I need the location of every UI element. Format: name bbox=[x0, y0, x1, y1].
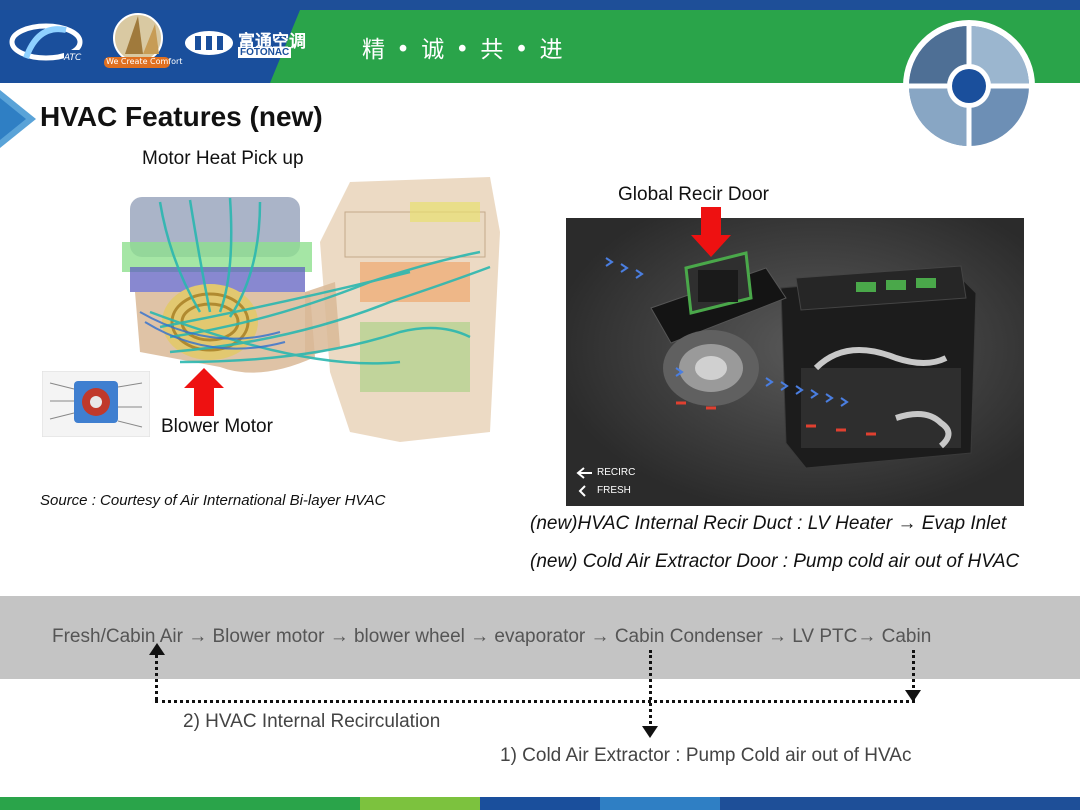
atc-logo-icon bbox=[9, 23, 90, 62]
recirc-arrowhead-up-icon bbox=[149, 643, 165, 655]
blower-motor-arrow-icon bbox=[184, 368, 224, 416]
comfort-logo-text: We Create Comfort bbox=[106, 57, 183, 66]
recir-door-arrow-icon bbox=[691, 207, 731, 257]
recirc-path-bottom bbox=[155, 700, 915, 703]
footer-segment-midblue bbox=[600, 797, 720, 810]
header-diagonal bbox=[270, 10, 340, 83]
legend-fresh-label: FRESH bbox=[597, 485, 631, 496]
hvac-cutaway-image bbox=[122, 177, 500, 442]
extractor-arrowhead-icon bbox=[642, 726, 658, 738]
recir-door-render-graphic bbox=[576, 251, 977, 497]
extractor-label: 1) Cold Air Extractor : Pump Cold air ou… bbox=[500, 745, 912, 766]
page-title: HVAC Features (new) bbox=[40, 101, 323, 132]
blower-motor-label: Blower Motor bbox=[161, 416, 273, 437]
extractor-path bbox=[649, 650, 652, 730]
recirc-arrowhead-down-icon bbox=[905, 690, 921, 702]
comfort-logo-banner bbox=[104, 57, 170, 68]
footer-segment-darkblue bbox=[720, 797, 1080, 810]
header-top-strip bbox=[0, 0, 1080, 10]
recirculation-label: 2) HVAC Internal Recirculation bbox=[183, 711, 441, 732]
source-citation: Source : Courtesy of Air International B… bbox=[40, 492, 386, 509]
footer-segment-lime bbox=[360, 797, 480, 810]
airflow-band bbox=[0, 596, 1080, 679]
header-slogan: 精 • 诚 • 共 • 进 bbox=[362, 37, 565, 63]
note-recir-duct: (new)HVAC Internal Recir Duct : LV Heate… bbox=[530, 513, 1007, 534]
airflow-sequence: Fresh/Cabin Air → Blower motor → blower … bbox=[52, 626, 932, 647]
factory-photo-emblem bbox=[903, 20, 1035, 152]
note-cold-air-extractor: (new) Cold Air Extractor Door : Pump col… bbox=[530, 551, 1020, 572]
atc-logo-text: ATC bbox=[64, 53, 82, 63]
comfort-logo-icon bbox=[113, 13, 163, 63]
global-recir-door-heading: Global Recir Door bbox=[618, 184, 769, 205]
fotonac-logo-icon bbox=[185, 31, 233, 55]
title-arrow-icon bbox=[0, 90, 36, 148]
recirc-path-right bbox=[912, 650, 915, 700]
motor-detail-inset bbox=[42, 371, 150, 437]
header-banner: ATC We Create Comfort 富通空调 FOTONAC 精 • 诚… bbox=[0, 0, 1080, 83]
footer-segment-blue bbox=[480, 797, 600, 810]
recirc-path-left bbox=[155, 650, 158, 700]
legend-recirc-label: RECIRC bbox=[597, 467, 636, 478]
recir-door-render: RECIRC FRESH bbox=[566, 218, 1024, 506]
footer-segment-green bbox=[0, 797, 360, 810]
fotonac-logo-text: FOTONAC bbox=[238, 47, 292, 58]
motor-heat-heading: Motor Heat Pick up bbox=[142, 148, 304, 169]
